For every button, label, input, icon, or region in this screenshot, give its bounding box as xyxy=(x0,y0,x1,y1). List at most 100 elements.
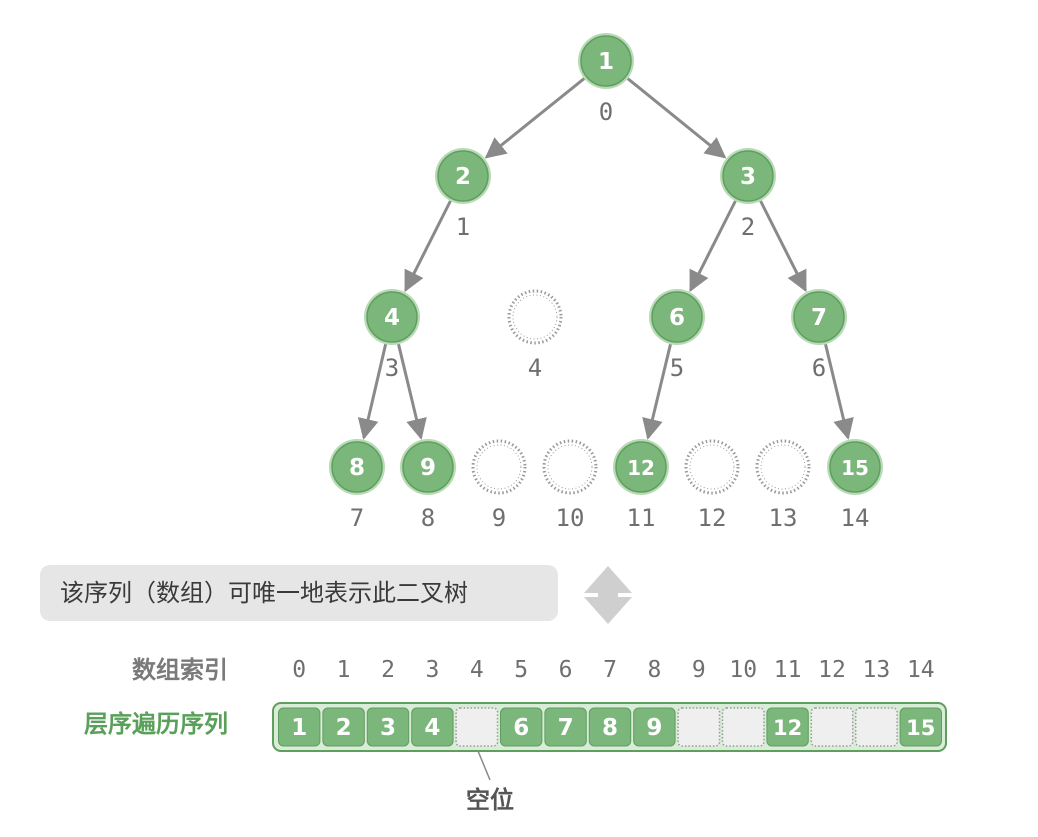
tree-node-index: 1 xyxy=(456,213,470,241)
array-cell-value: 3 xyxy=(380,715,396,741)
tree-node-index: 10 xyxy=(556,504,585,532)
tree-node-value: 7 xyxy=(811,305,827,331)
tree-node-index: 7 xyxy=(350,504,364,532)
tree-node: 76 xyxy=(791,289,847,382)
order-row-title: 层序遍历序列 xyxy=(84,710,228,738)
double-arrow-icon xyxy=(584,566,632,624)
tree-node-index: 3 xyxy=(385,354,399,382)
tree-node-index: 14 xyxy=(841,504,870,532)
tree-node: 98 xyxy=(400,439,456,532)
array-index: 13 xyxy=(863,657,891,683)
tree-edge xyxy=(824,343,854,440)
index-row-title: 数组索引 xyxy=(132,656,228,684)
tree-node-value: 2 xyxy=(455,164,471,190)
caption-box: 该序列（数组）可唯一地表示此二叉树 xyxy=(40,565,558,621)
tree-node-index: 0 xyxy=(599,98,613,126)
tree-empty-slot: 10 xyxy=(542,439,598,532)
array-cell: 4 xyxy=(411,707,454,747)
tree-node-index: 11 xyxy=(627,504,656,532)
array-cell: 3 xyxy=(366,707,410,747)
tree-node-index: 2 xyxy=(741,213,755,241)
array-index: 5 xyxy=(514,657,528,683)
array-empty-cell xyxy=(455,707,499,747)
array-index: 8 xyxy=(647,657,661,683)
array-cell: 8 xyxy=(588,707,632,747)
array-cell-value: 6 xyxy=(513,715,529,741)
tree-node: 32 xyxy=(720,148,776,241)
tree-edges xyxy=(357,77,854,440)
array-index: 3 xyxy=(425,657,439,683)
tree-node-index: 9 xyxy=(492,504,506,532)
tree-node-index: 5 xyxy=(670,354,684,382)
tree-node-index: 13 xyxy=(769,504,798,532)
array-cell-value: 8 xyxy=(602,715,618,741)
tree-empty-slot: 9 xyxy=(471,439,527,532)
tree-node-index: 8 xyxy=(421,504,435,532)
tree-node: 12 11 xyxy=(613,439,669,532)
tree-node-value: 4 xyxy=(384,305,400,331)
array-cell: 15 xyxy=(899,707,942,747)
tree-node-index: 6 xyxy=(812,354,826,382)
array-index: 7 xyxy=(603,657,617,683)
tree-node: 10 xyxy=(578,33,634,126)
array-cell-value: 7 xyxy=(558,715,574,741)
array-index: 12 xyxy=(818,657,846,683)
array-index: 1 xyxy=(337,657,351,683)
array-cell-value: 4 xyxy=(424,715,440,741)
array-cell-value: 1 xyxy=(291,715,307,741)
tree-node-value: 8 xyxy=(349,455,365,481)
tree-edge xyxy=(357,343,388,440)
array-cell: 12 xyxy=(766,707,809,747)
tree-node-value: 9 xyxy=(420,455,436,481)
tree-empty-slot: 4 xyxy=(507,289,563,382)
tree-edge xyxy=(404,200,452,293)
tree-node: 43 xyxy=(364,289,420,382)
array-index: 11 xyxy=(774,657,802,683)
tree-node: 21 xyxy=(435,148,491,241)
array-cell: 9 xyxy=(633,707,676,747)
array-empty-cell xyxy=(810,707,854,747)
tree-edge xyxy=(759,200,807,293)
array-index: 9 xyxy=(692,657,706,683)
array-cell: 1 xyxy=(278,707,321,747)
array-cell: 2 xyxy=(322,707,365,747)
array-index: 14 xyxy=(907,657,935,683)
array-index: 4 xyxy=(470,657,484,683)
array-cell-value: 15 xyxy=(906,716,935,740)
empty-slot-label: 空位 xyxy=(466,786,514,814)
tree-edge xyxy=(397,343,427,440)
array-index: 0 xyxy=(292,657,306,683)
array-cell: 7 xyxy=(544,707,587,747)
array-cell-value: 9 xyxy=(646,715,662,741)
tree-node: 65 xyxy=(649,289,705,382)
tree-edge xyxy=(626,77,727,159)
tree-edge xyxy=(484,77,586,159)
tree-empty-slot: 12 xyxy=(684,439,740,532)
tree-node-value: 15 xyxy=(841,456,869,480)
tree-node-index: 12 xyxy=(698,504,727,532)
array-empty-cell xyxy=(677,707,721,747)
tree-edge xyxy=(689,200,737,293)
array-empty-cell xyxy=(854,707,898,747)
tree-node-index: 4 xyxy=(528,354,542,382)
array-index: 6 xyxy=(559,657,573,683)
tree-node-value: 1 xyxy=(598,49,614,75)
array-cell: 6 xyxy=(500,707,543,747)
tree-node-value: 3 xyxy=(740,164,756,190)
array-index: 2 xyxy=(381,657,395,683)
empty-slot-pointer xyxy=(477,750,491,781)
array-empty-cell xyxy=(721,707,765,747)
array-cell-value: 2 xyxy=(336,715,352,741)
tree-empty-slot: 13 xyxy=(755,439,811,532)
tree-edge xyxy=(642,343,672,440)
array-index: 10 xyxy=(729,657,757,683)
tree-node-value: 6 xyxy=(669,305,685,331)
array-cell-value: 12 xyxy=(773,716,802,740)
tree-node: 87 xyxy=(329,439,385,532)
tree-node-value: 12 xyxy=(627,456,655,480)
